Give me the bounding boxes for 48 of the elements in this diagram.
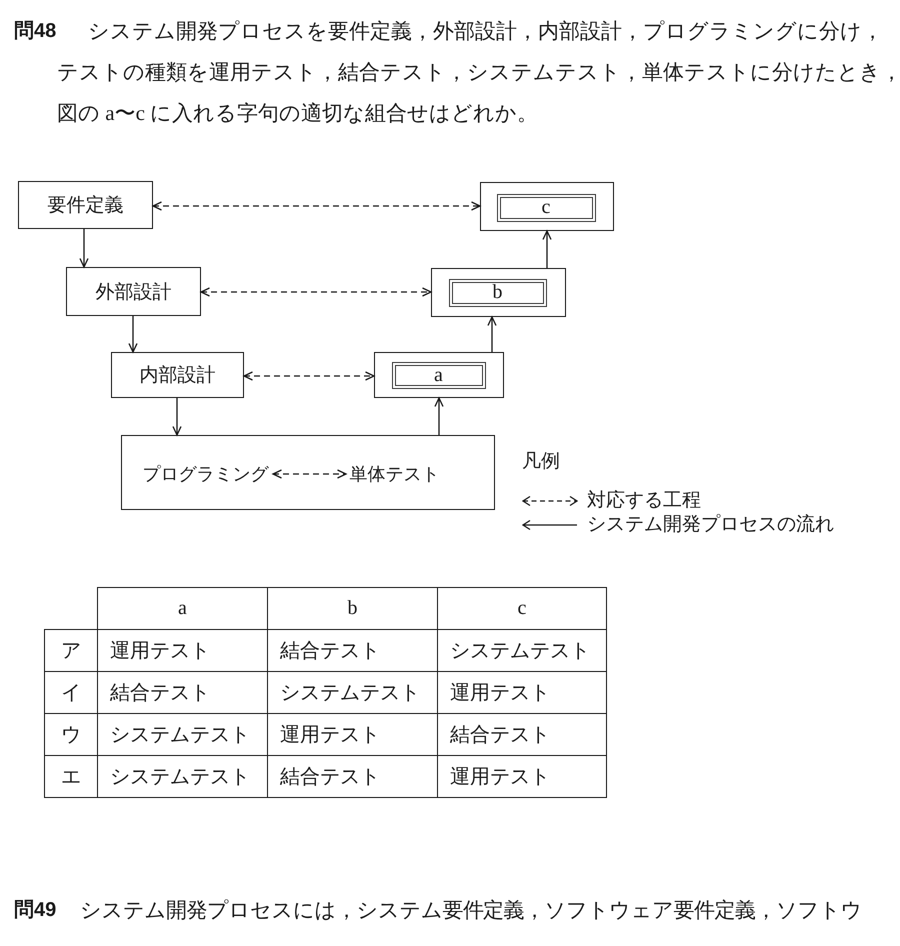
column-header: a — [98, 588, 268, 630]
process-box: 外部設計 — [66, 267, 201, 316]
dashed-arrow — [272, 469, 347, 479]
column-header: c — [438, 588, 606, 630]
row-header: イ — [44, 672, 98, 714]
table-cell: システムテスト — [98, 714, 268, 756]
dashed-arrow — [152, 201, 481, 211]
blank-box: c — [496, 194, 596, 222]
question-number: 問49 — [14, 898, 56, 923]
arrow — [79, 229, 89, 268]
legend-label: 対応する工程 — [587, 489, 701, 513]
table-cell: 結合テスト — [268, 630, 438, 672]
row-header: エ — [44, 756, 98, 798]
process-box — [121, 435, 495, 510]
process-box — [374, 352, 504, 398]
table-cell: 運用テスト — [268, 714, 438, 756]
legend-heading: 凡例 — [522, 450, 560, 474]
arrow — [487, 316, 497, 352]
table-cell: システムテスト — [98, 756, 268, 798]
question-text: システム開発プロセスには，システム要件定義，ソフトウェア要件定義，ソフトウ — [80, 897, 862, 924]
process-box: 要件定義 — [18, 181, 153, 229]
table-cell: 結合テスト — [268, 756, 438, 798]
table-cell: 結合テスト — [98, 672, 268, 714]
question-number: 問48 — [14, 19, 56, 44]
legend-label: システム開発プロセスの流れ — [587, 513, 834, 537]
column-header: b — [268, 588, 438, 630]
row-header: ウ — [44, 714, 98, 756]
table-cell: システムテスト — [438, 630, 606, 672]
blank-box: a — [392, 362, 486, 388]
process-label: 単体テスト — [346, 460, 444, 488]
table-cell: システムテスト — [268, 672, 438, 714]
blank-box: b — [448, 278, 546, 306]
row-header: ア — [44, 630, 98, 672]
process-box: 内部設計 — [111, 352, 244, 398]
question-text: システム開発プロセスを要件定義，外部設計，内部設計，プログラミングに分け，テストの種類を運用テスト，結合テスト，システムテスト，単体テストに分けたとき，図の a〜c に入れる字句の適切な組合せはどれか。 — [57, 18, 900, 127]
arrow — [434, 397, 444, 435]
dashed-arrow — [243, 371, 375, 381]
process-box — [480, 182, 614, 231]
arrow — [128, 316, 138, 353]
process-box — [431, 268, 566, 317]
table-cell: 運用テスト — [438, 756, 606, 798]
process-label: プログラミング — [138, 460, 272, 488]
table-cell: 運用テスト — [438, 672, 606, 714]
dashed-arrow — [200, 287, 432, 297]
arrow — [172, 398, 182, 436]
arrow — [542, 230, 552, 268]
table-cell: 運用テスト — [98, 630, 268, 672]
table-cell: 結合テスト — [438, 714, 606, 756]
